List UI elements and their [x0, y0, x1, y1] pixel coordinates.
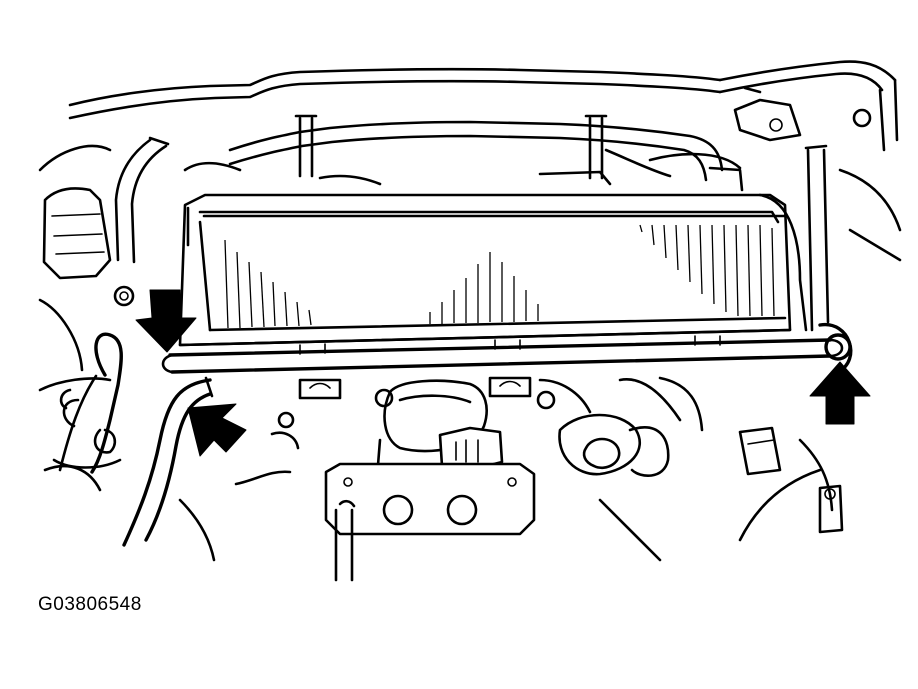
upper-pipe [228, 114, 724, 182]
left-upper-hose [114, 136, 170, 264]
left-clip-wire [52, 332, 123, 474]
radiator-core [178, 193, 792, 347]
manifold-plate [324, 462, 536, 582]
arrow-right-clip [809, 361, 871, 425]
background-detail-lines [178, 152, 744, 562]
left-lower-hose [122, 376, 214, 547]
arrow-left-clip [135, 289, 197, 353]
lower-bracket-bar [161, 335, 844, 374]
figure-code-label: G03806548 [38, 594, 142, 615]
radiator-hatching [224, 224, 775, 329]
engine-bay-illustration [38, 60, 902, 582]
upper-body-outline [68, 60, 899, 152]
right-clamp [758, 144, 902, 374]
left-engine-parts [38, 144, 135, 492]
lower-engine-parts [270, 376, 844, 542]
arrow-left-hose [187, 403, 247, 457]
